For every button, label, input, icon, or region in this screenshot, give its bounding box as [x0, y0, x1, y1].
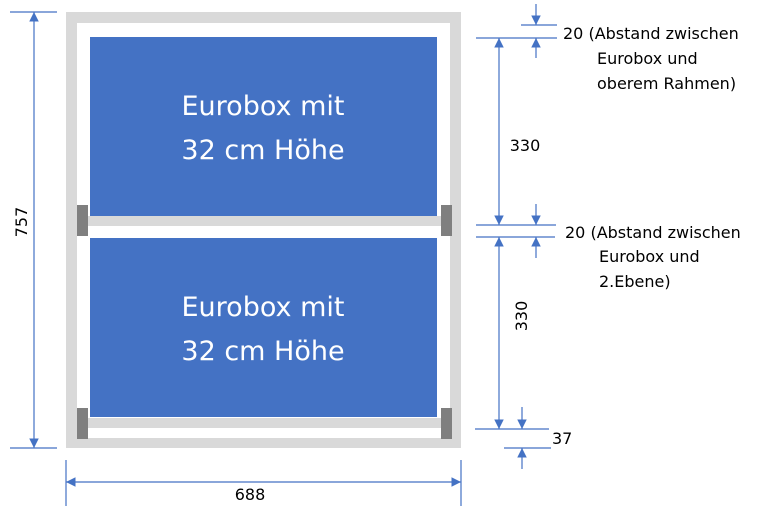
dimension-total-width: 688	[65, 460, 462, 506]
bracket-left-middle	[77, 205, 88, 236]
total-width-label: 688	[235, 485, 266, 504]
top-gap-label-3: oberem Rahmen)	[597, 74, 736, 93]
bracket-right-bottom	[441, 408, 452, 439]
bottom-shelf	[88, 418, 450, 428]
eurobox-upper: Eurobox mit 32 cm Höhe	[90, 37, 437, 216]
dimension-lower-box: 330	[494, 237, 531, 429]
bottom-clearance-label: 37	[552, 429, 572, 448]
dimension-total-height: 757	[10, 11, 57, 449]
box-label-line2: 32 cm Höhe	[181, 336, 344, 367]
bracket-right-middle	[441, 205, 452, 236]
box-label-line1: Eurobox mit	[182, 292, 345, 323]
dimension-upper-box: 330	[494, 38, 541, 225]
dimension-bottom-clearance: 37	[475, 407, 572, 469]
top-gap-label-2: Eurobox und	[597, 49, 698, 68]
box-label-line2: 32 cm Höhe	[181, 135, 344, 166]
lower-box-height-label: 330	[512, 301, 531, 332]
middle-gap-label-1: 20 (Abstand zwischen	[565, 223, 741, 242]
box-label-line1: Eurobox mit	[182, 91, 345, 122]
total-height-label: 757	[12, 207, 31, 238]
bracket-left-bottom	[77, 408, 88, 439]
dimension-middle-gap: 20 (Abstand zwischen Eurobox und 2.Ebene…	[476, 204, 741, 291]
middle-gap-label-2: Eurobox und	[599, 247, 700, 266]
upper-box-height-label: 330	[510, 136, 541, 155]
dimension-top-gap: 20 (Abstand zwischen Eurobox und oberem …	[476, 4, 739, 93]
top-gap-label-1: 20 (Abstand zwischen	[563, 24, 739, 43]
middle-gap-label-3: 2.Ebene)	[599, 272, 671, 291]
middle-shelf	[88, 216, 450, 226]
eurobox-lower: Eurobox mit 32 cm Höhe	[90, 238, 437, 417]
